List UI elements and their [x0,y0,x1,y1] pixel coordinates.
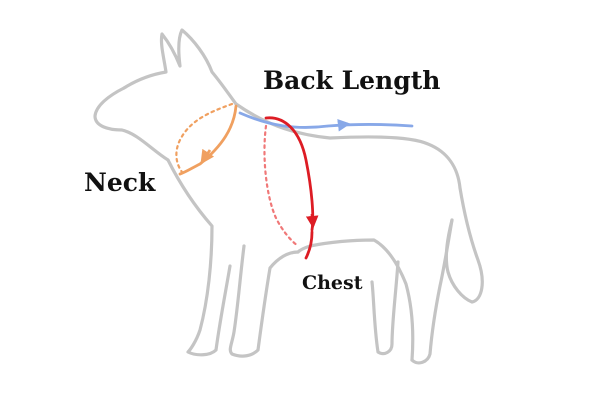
chest-arrow-icon [263,116,319,260]
neck-arrow-icon [175,102,238,176]
back-length-label: Back Length [263,66,441,95]
back-length-arrow-icon [238,111,414,132]
chest-label: Chest [302,272,363,294]
neck-label: Neck [84,168,156,197]
